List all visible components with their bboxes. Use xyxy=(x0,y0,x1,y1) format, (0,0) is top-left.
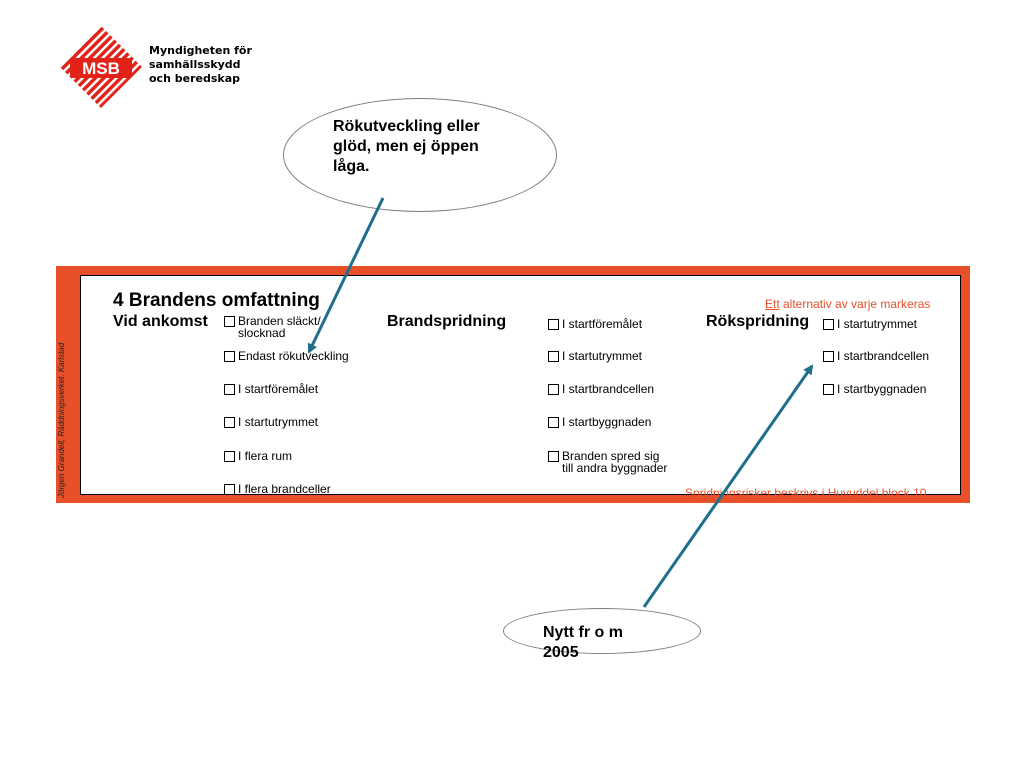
checkbox-label: I startföremålet xyxy=(238,382,319,396)
checkbox-box[interactable] xyxy=(548,351,559,362)
org-name-line-2: samhällsskydd xyxy=(149,58,241,71)
checkbox-item[interactable]: I startföremålet xyxy=(224,383,318,395)
instruction-underlined: Ett xyxy=(765,297,780,311)
section-label-brandspridning: Brandspridning xyxy=(387,313,507,330)
checkbox-item[interactable]: I startutrymmet xyxy=(823,318,917,330)
checkbox-item[interactable]: Branden släckt/ slocknad xyxy=(224,315,321,339)
org-name-line-1: Myndigheten för xyxy=(149,44,252,57)
side-credit: Jörgen Grandell, Räddningsverket, Karlst… xyxy=(57,342,66,498)
checkbox-label: I startbyggnaden xyxy=(562,415,652,429)
checkbox-box[interactable] xyxy=(224,417,235,428)
checkbox-label: I startutrymmet xyxy=(238,415,319,429)
checkbox-item[interactable]: I startutrymmet xyxy=(548,350,642,362)
checkbox-label: Endast rökutveckling xyxy=(238,349,349,363)
checkbox-item[interactable]: I startbrandcellen xyxy=(548,383,654,395)
checkbox-box[interactable] xyxy=(224,384,235,395)
checkbox-box[interactable] xyxy=(224,451,235,462)
callout-ellipse-top xyxy=(283,98,557,212)
callout-text-top: Rökutveckling eller glöd, men ej öppen l… xyxy=(333,118,480,175)
checkbox-label: Branden släckt/ slocknad xyxy=(238,314,321,340)
organization-name: Myndigheten för samhällsskydd och bereds… xyxy=(149,44,252,86)
form-title: 4 Brandens omfattning xyxy=(113,290,320,311)
checkbox-label: I flera rum xyxy=(238,449,293,463)
checkbox-label: I startföremålet xyxy=(562,317,643,331)
checkbox-item[interactable]: I startbyggnaden xyxy=(823,383,926,395)
checkbox-box[interactable] xyxy=(224,351,235,362)
checkbox-item[interactable]: Branden spred sig till andra byggnader xyxy=(548,450,667,474)
checkbox-item[interactable]: I startföremålet xyxy=(548,318,642,330)
logo-text: MSB xyxy=(82,59,120,78)
checkbox-label: I flera brandceller xyxy=(238,482,331,496)
checkbox-box[interactable] xyxy=(224,484,235,495)
form-content: 4 Brandens omfattning Ett alternativ av … xyxy=(80,275,961,500)
checkbox-item[interactable]: I startbrandcellen xyxy=(823,350,929,362)
checkbox-box[interactable] xyxy=(548,384,559,395)
checkbox-label: I startutrymmet xyxy=(562,349,643,363)
checkbox-item[interactable]: I startbyggnaden xyxy=(548,416,651,428)
msb-logo: MSB xyxy=(60,26,142,108)
form-panel: Jörgen Grandell, Räddningsverket, Karlst… xyxy=(56,266,970,503)
org-name-line-3: och beredskap xyxy=(149,72,240,85)
checkbox-box[interactable] xyxy=(224,316,235,327)
instruction-rest: alternativ av varje markeras xyxy=(779,297,931,311)
section-label-rokspridning: Rökspridning xyxy=(706,313,810,330)
checkbox-item[interactable]: Endast rökutveckling xyxy=(224,350,349,362)
checkbox-box[interactable] xyxy=(823,319,834,330)
checkbox-label: I startutrymmet xyxy=(837,317,918,331)
checkbox-box[interactable] xyxy=(823,384,834,395)
checkbox-label: I startbrandcellen xyxy=(562,382,655,396)
section-label-vid-ankomst: Vid ankomst xyxy=(113,313,208,330)
checkbox-item[interactable]: I flera rum xyxy=(224,450,292,462)
checkbox-label: Branden spred sig till andra byggnader xyxy=(562,449,668,475)
checkbox-item[interactable]: I startutrymmet xyxy=(224,416,318,428)
form-footnote: Spridningsrisker beskrivs i Huvuddel blo… xyxy=(685,486,927,500)
callout-ellipse-bottom xyxy=(503,608,701,654)
checkbox-box[interactable] xyxy=(548,417,559,428)
checkbox-box[interactable] xyxy=(548,319,559,330)
form-instruction: Ett alternativ av varje markeras xyxy=(765,297,930,311)
checkbox-label: I startbyggnaden xyxy=(837,382,927,396)
checkbox-item[interactable]: I flera brandceller xyxy=(224,483,331,495)
callout-text-bottom: Nytt fr o m 2005 xyxy=(543,624,623,661)
checkbox-label: I startbrandcellen xyxy=(837,349,930,363)
checkbox-box[interactable] xyxy=(823,351,834,362)
checkbox-box[interactable] xyxy=(548,451,559,462)
